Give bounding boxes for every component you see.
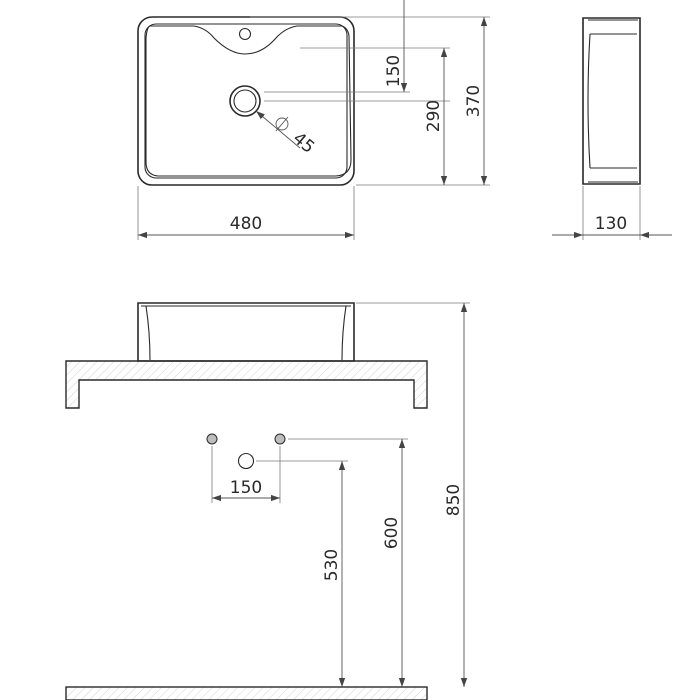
- total-depth-label: 370: [464, 85, 484, 117]
- side-depth-label: 130: [595, 214, 627, 234]
- tap-hole: [238, 27, 252, 41]
- drain-height-label: 530: [322, 549, 342, 581]
- counter-height-label: 850: [444, 484, 464, 516]
- countertop: [65, 360, 428, 409]
- floor: [65, 686, 428, 700]
- tap-hole-offset-label: 150: [384, 55, 404, 87]
- valve-spacing-label: 150: [230, 478, 262, 498]
- drain-diameter-dimension: 45: [255, 110, 318, 158]
- supply-valve-right: [274, 433, 286, 445]
- basin-side-view: [582, 17, 641, 185]
- supply-height-label: 600: [382, 517, 402, 549]
- top-width-label: 480: [230, 214, 262, 234]
- drain-offset-label: 290: [424, 100, 444, 132]
- supply-valve-left: [206, 433, 218, 445]
- installation-height-dimensions: 530 600 850: [256, 302, 470, 687]
- basin-front-view: [137, 302, 355, 362]
- drain-hole-outer: [229, 85, 261, 117]
- side-depth-dimension: 130: [552, 186, 672, 240]
- drain-hole-inner: [233, 89, 257, 113]
- diameter-icon: [275, 116, 289, 132]
- valve-spacing-dimension: 150: [211, 446, 281, 503]
- top-width-dimension: 480: [137, 186, 355, 240]
- drain-diameter-label: 45: [289, 129, 318, 158]
- vertical-dimensions-top: 150 290 370: [250, 0, 490, 186]
- waste-outlet: [237, 452, 255, 470]
- supply-valves: [206, 433, 286, 470]
